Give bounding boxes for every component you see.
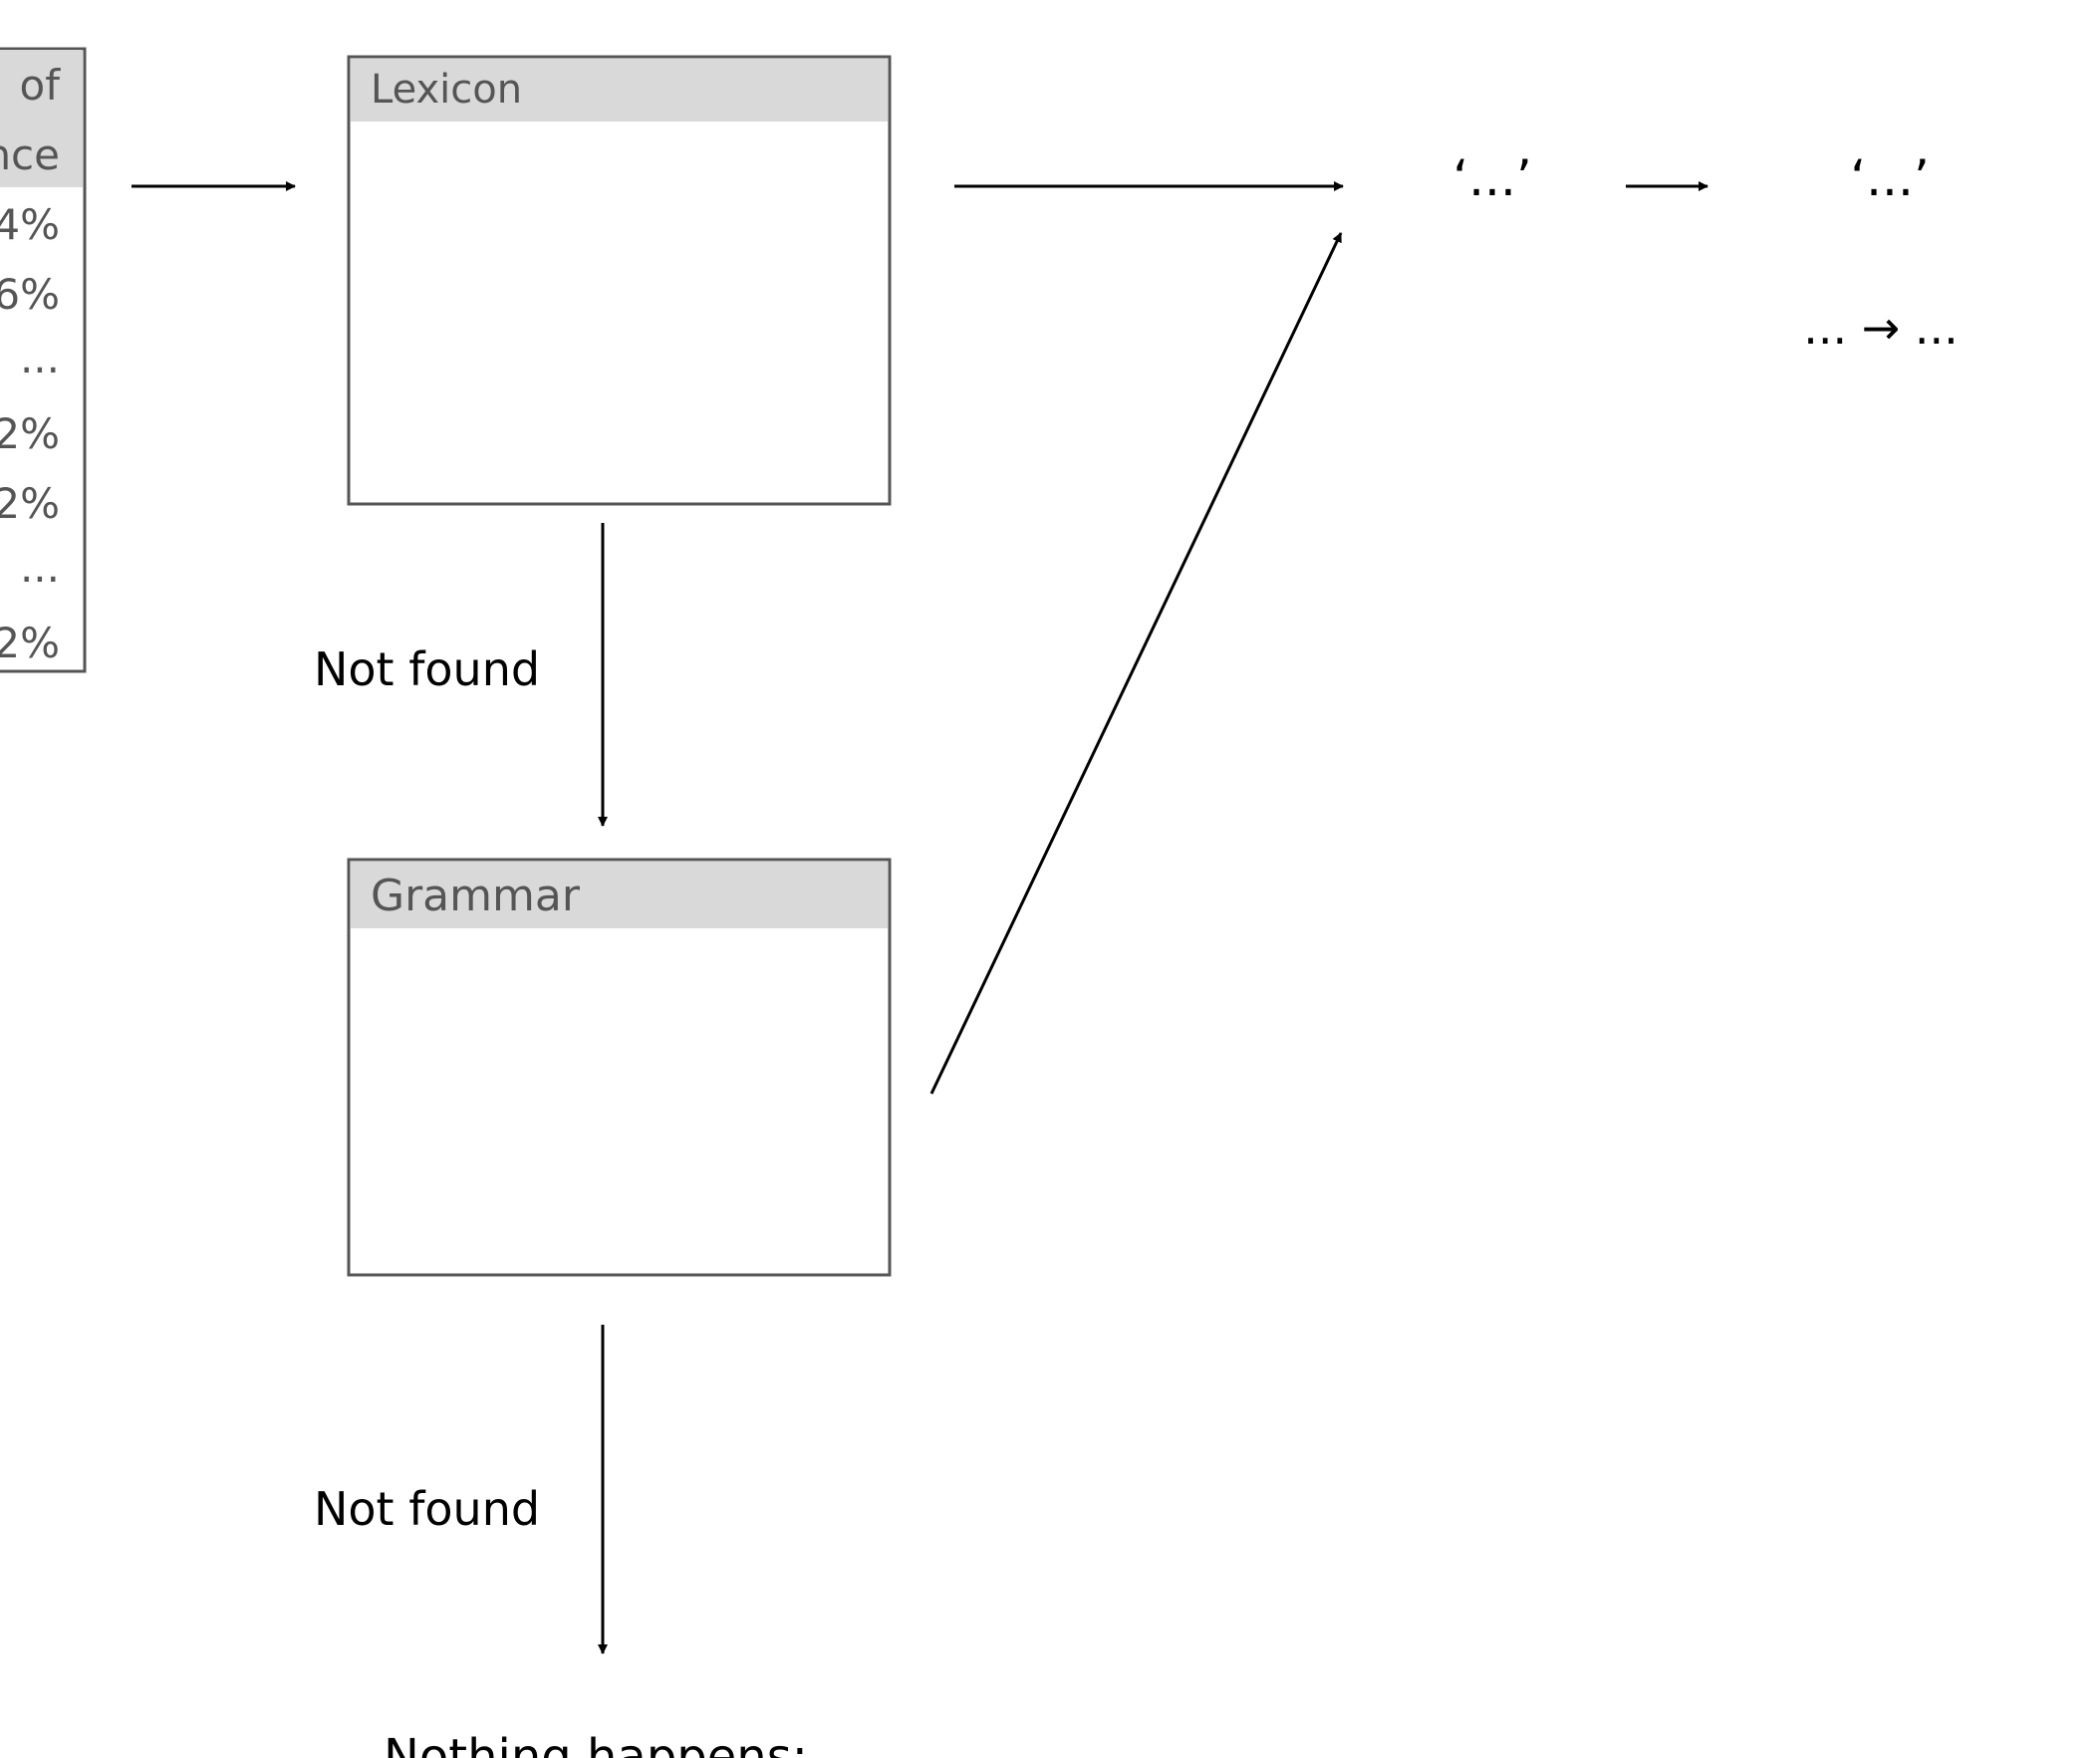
frequency-table-header bbox=[0, 50, 83, 187]
lexicon-box-title: Lexicon bbox=[371, 67, 522, 113]
table-row: 4% bbox=[0, 200, 60, 249]
arrow-grammar-to-output bbox=[929, 232, 1343, 1095]
grammar-box: Grammar bbox=[347, 858, 892, 1277]
lexicon-box: Lexicon bbox=[347, 55, 892, 506]
table-row: 2% bbox=[0, 409, 60, 458]
table-row: 2% bbox=[0, 619, 60, 667]
output-quote-1: ‘...’ bbox=[1452, 149, 1531, 207]
output-quote-2: ‘...’ bbox=[1850, 149, 1929, 207]
frequency-table: of nce 4% 6% ... 2% 2% ... 2% bbox=[0, 47, 87, 673]
table-row: 2% bbox=[0, 479, 60, 528]
not-found-label-1: Not found bbox=[314, 642, 540, 696]
table-row: 6% bbox=[0, 270, 60, 319]
nothing-happens-label: Nothing happens: bbox=[384, 1729, 808, 1758]
lexicon-box-border bbox=[347, 55, 892, 506]
table-row: ... bbox=[20, 334, 60, 382]
lexicon-box-header bbox=[351, 59, 888, 122]
grammar-box-header bbox=[351, 862, 888, 928]
grammar-box-border bbox=[347, 858, 892, 1277]
not-found-label-2: Not found bbox=[314, 1482, 540, 1536]
table-header-line-2: nce bbox=[0, 130, 60, 179]
table-row: ... bbox=[20, 543, 60, 592]
table-header-line-1: of bbox=[20, 61, 62, 110]
grammar-box-title: Grammar bbox=[371, 871, 581, 921]
output-mapping: ... → ... bbox=[1803, 301, 1959, 355]
